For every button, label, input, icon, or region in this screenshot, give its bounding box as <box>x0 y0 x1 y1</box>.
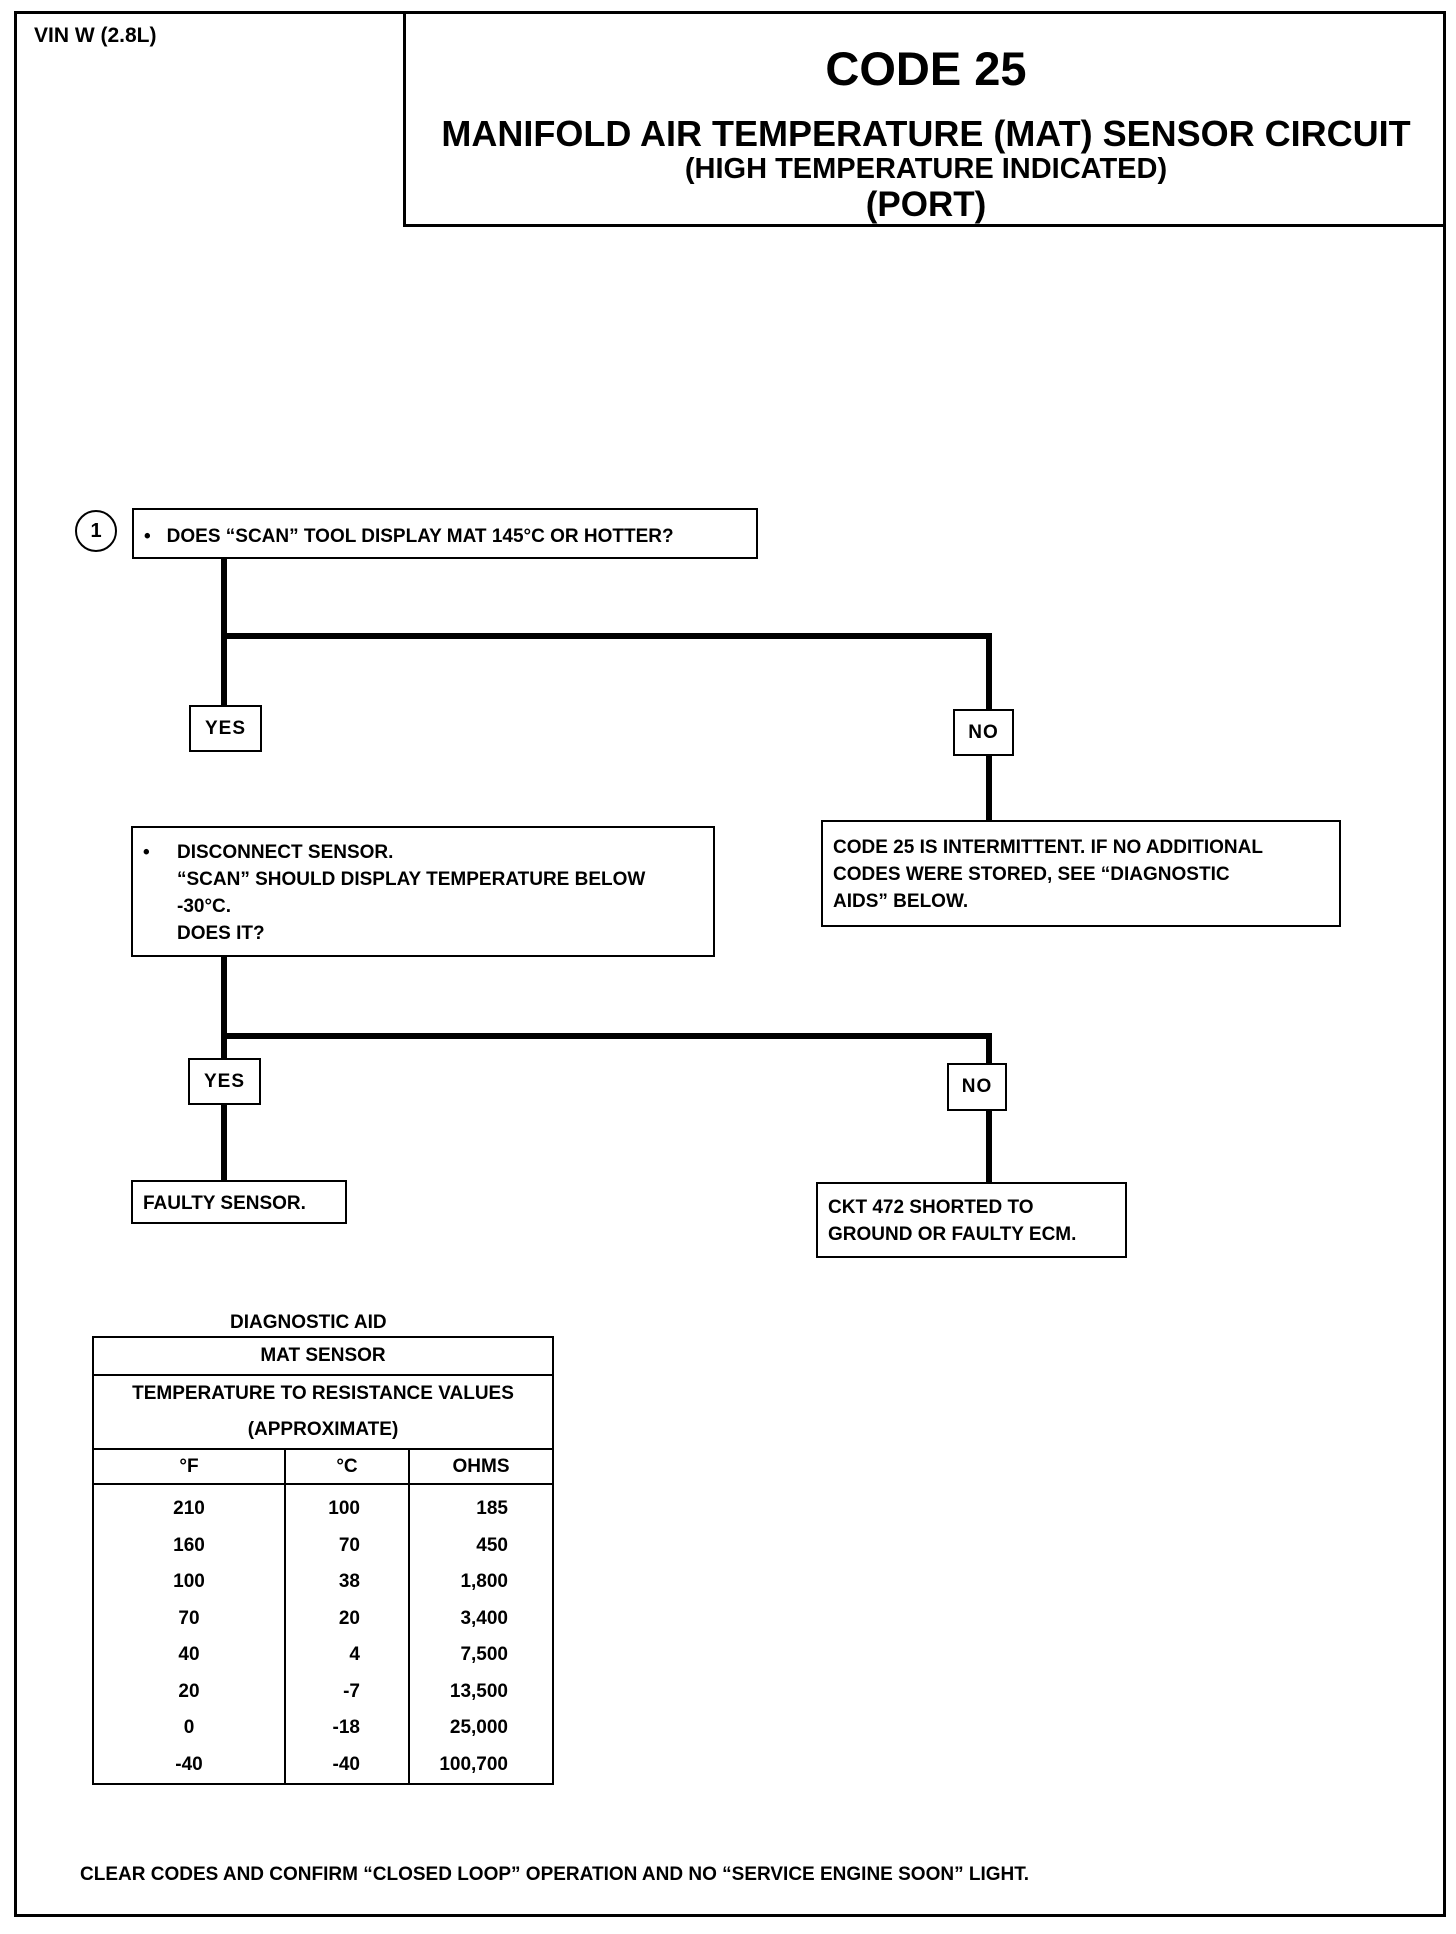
cell-ohms: 100,700 <box>439 1753 508 1775</box>
cell-ohms: 185 <box>476 1498 508 1520</box>
branch2-yes-label: YES <box>188 1058 261 1105</box>
cell-celsius: 100 <box>285 1484 410 1528</box>
result-text: FAULTY SENSOR. <box>143 1193 306 1214</box>
cell-celsius: -40 <box>285 1746 410 1784</box>
cell-celsius: 20 <box>285 1600 410 1637</box>
bullet-icon: • <box>143 842 150 863</box>
footer-instruction: CLEAR CODES AND CONFIRM “CLOSED LOOP” OP… <box>80 1864 1030 1885</box>
cell-ohms: 7,500 <box>460 1644 508 1666</box>
step2-instruction-box: • DISCONNECT SENSOR. “SCAN” SHOULD DISPL… <box>131 826 715 957</box>
cell-celsius: -18 <box>285 1710 410 1747</box>
circuit-variant: (PORT) <box>865 185 987 224</box>
connector-branch2-horizontal <box>221 1033 992 1039</box>
step2-line: -30°C. <box>177 896 232 917</box>
table-row: -40-40 100,700 <box>93 1746 553 1784</box>
circuit-title: MANIFOLD AIR TEMPERATURE (MAT) SENSOR CI… <box>441 113 1411 154</box>
cell-fahrenheit: 0 <box>93 1710 286 1747</box>
result-line: CKT 472 SHORTED TO <box>828 1197 1034 1218</box>
cell-ohms: 450 <box>476 1534 508 1556</box>
circuit-subtitle: (HIGH TEMPERATURE INDICATED) <box>684 153 1168 185</box>
diagnostic-aid-title: DIAGNOSTIC AID <box>230 1312 387 1333</box>
result-line: CODE 25 IS INTERMITTENT. IF NO ADDITIONA… <box>833 837 1263 858</box>
table-title: MAT SENSOR <box>93 1337 553 1376</box>
result-line: GROUND OR FAULTY ECM. <box>828 1224 1077 1245</box>
faulty-sensor-result-box: FAULTY SENSOR. <box>131 1180 347 1224</box>
cell-fahrenheit: 100 <box>93 1564 286 1601</box>
mat-sensor-table: MAT SENSOR TEMPERATURE TO RESISTANCE VAL… <box>92 1336 554 1785</box>
page-frame <box>14 11 1446 1917</box>
step2-line: “SCAN” SHOULD DISPLAY TEMPERATURE BELOW <box>177 869 646 890</box>
branch1-yes-label: YES <box>189 705 262 752</box>
cell-celsius: 38 <box>285 1564 410 1601</box>
column-header-celsius: °C <box>285 1449 410 1485</box>
step1-question-text: DOES “SCAN” TOOL DISPLAY MAT 145°C OR HO… <box>166 526 674 547</box>
cell-fahrenheit: 40 <box>93 1637 286 1674</box>
cell-ohms: 25,000 <box>449 1717 508 1739</box>
intermittent-result-box: CODE 25 IS INTERMITTENT. IF NO ADDITIONA… <box>821 820 1341 927</box>
result-line: CODES WERE STORED, SEE “DIAGNOSTIC <box>833 864 1230 885</box>
column-header-fahrenheit: °F <box>93 1449 286 1485</box>
cell-ohms: 13,500 <box>449 1680 508 1702</box>
table-note: (APPROXIMATE) <box>93 1412 553 1450</box>
cell-fahrenheit: 160 <box>93 1527 286 1564</box>
connector-branch1-horizontal <box>221 633 992 639</box>
cell-celsius: 70 <box>285 1527 410 1564</box>
column-header-ohms: OHMS <box>409 1449 553 1485</box>
bullet-icon: • <box>144 526 151 547</box>
table-row: 20-7 13,500 <box>93 1673 553 1710</box>
table-subtitle: TEMPERATURE TO RESISTANCE VALUES <box>132 1383 514 1404</box>
branch2-no-label: NO <box>947 1063 1007 1111</box>
vin-label: VIN W (2.8L) <box>34 24 157 47</box>
cell-ohms: 3,400 <box>460 1607 508 1629</box>
cell-fahrenheit: 70 <box>93 1600 286 1637</box>
code-title: CODE 25 <box>825 42 1027 95</box>
cell-celsius: 4 <box>285 1637 410 1674</box>
ckt472-result-box: CKT 472 SHORTED TO GROUND OR FAULTY ECM. <box>816 1182 1127 1258</box>
cell-fahrenheit: 20 <box>93 1673 286 1710</box>
cell-celsius: -7 <box>285 1673 410 1710</box>
connector-step1-down <box>221 557 227 707</box>
cell-ohms: 1,800 <box>460 1571 508 1593</box>
title-block: CODE 25 MANIFOLD AIR TEMPERATURE (MAT) S… <box>403 11 1446 227</box>
step2-line: DOES IT? <box>177 923 265 944</box>
table-row: 0-18 25,000 <box>93 1710 553 1747</box>
step-number-circle: 1 <box>75 510 117 552</box>
cell-fahrenheit: -40 <box>93 1746 286 1784</box>
cell-fahrenheit: 210 <box>93 1484 286 1528</box>
result-line: AIDS” BELOW. <box>833 891 969 912</box>
step2-line: DISCONNECT SENSOR. <box>177 842 394 863</box>
step1-question-box: • DOES “SCAN” TOOL DISPLAY MAT 145°C OR H… <box>132 508 758 559</box>
branch1-no-label: NO <box>953 709 1014 756</box>
